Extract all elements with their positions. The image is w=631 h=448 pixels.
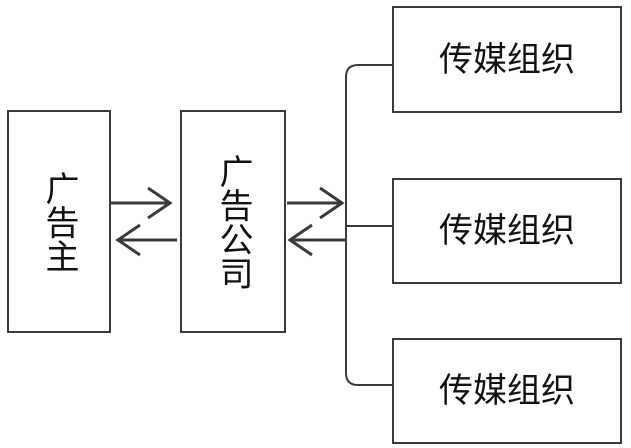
arrow-agency-to-advertiser: [115, 223, 177, 257]
agency-label: 广告公司: [213, 154, 253, 290]
advertiser-label: 广告主: [39, 171, 79, 273]
media-label-3: 传媒组织: [439, 371, 575, 411]
arrow-media-to-agency: [287, 223, 345, 257]
media-box-1: 传媒组织: [392, 6, 622, 113]
advertiser-label-text: 广告主: [39, 170, 79, 273]
arrow-advertiser-to-agency: [111, 186, 173, 220]
media-label-1: 传媒组织: [439, 39, 575, 80]
agency-label-text: 广告公司: [213, 153, 253, 290]
media-box-3: 传媒组织: [392, 338, 622, 444]
arrow-agency-to-media: [287, 186, 345, 220]
media-label-2: 传媒组织: [439, 211, 575, 251]
media-box-2: 传媒组织: [392, 178, 622, 284]
agency-box: 广告公司: [180, 110, 286, 333]
advertiser-box: 广告主: [7, 110, 111, 333]
